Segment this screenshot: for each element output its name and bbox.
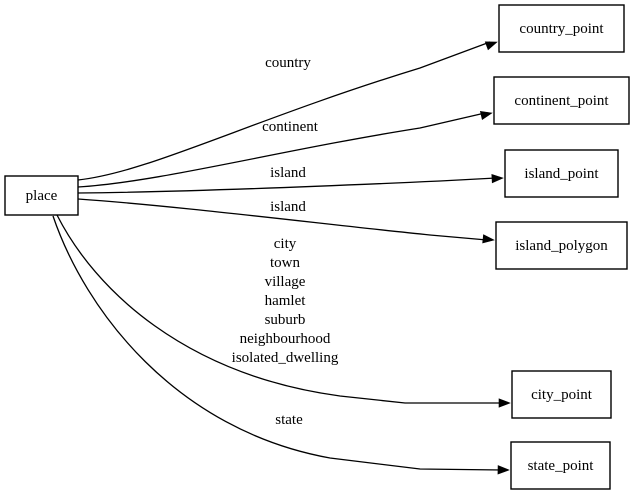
node-island_point-box[interactable] bbox=[504, 149, 619, 198]
edge-place-country_point-label: country bbox=[265, 55, 311, 71]
edge-place-state_point-label-line: state bbox=[275, 412, 303, 428]
edge-place-island_point-label-line: island bbox=[270, 165, 306, 181]
edge-place-city_point bbox=[56, 214, 511, 408]
edge-place-continent_point-label: continent bbox=[262, 119, 319, 135]
edge-place-city_point-arrowhead-icon bbox=[498, 398, 511, 408]
node-city_point-label: city_point bbox=[531, 387, 593, 403]
edges-layer bbox=[52, 41, 511, 475]
edge-place-island_point bbox=[77, 173, 504, 194]
edge-place-island_polygon-arrowhead-icon bbox=[482, 234, 495, 244]
edge-place-country_point bbox=[77, 41, 498, 181]
edge-place-country_point-line bbox=[77, 41, 491, 181]
edge-place-city_point-label-line: isolated_dwelling bbox=[232, 350, 339, 366]
node-state_point-box[interactable] bbox=[510, 441, 611, 490]
edge-place-island_point-line bbox=[77, 177, 497, 194]
node-island_point-label: island_point bbox=[524, 166, 599, 182]
edge-place-state_point-arrowhead-icon bbox=[497, 465, 510, 475]
edge-place-city_point-label-line: town bbox=[270, 255, 301, 271]
node-island_point[interactable]: island_point bbox=[504, 149, 619, 198]
edge-place-continent_point bbox=[77, 111, 493, 188]
edge-labels-layer: country continent island island city town vill… bbox=[232, 55, 339, 428]
node-island_polygon-label: island_polygon bbox=[515, 238, 608, 254]
node-place[interactable]: place bbox=[4, 175, 79, 216]
edge-place-continent_point-line bbox=[77, 112, 486, 188]
node-continent_point[interactable]: continent_point bbox=[493, 76, 630, 125]
edge-place-continent_point-label-line: continent bbox=[262, 119, 319, 135]
node-state_point-label: state_point bbox=[528, 458, 595, 474]
node-city_point[interactable]: city_point bbox=[511, 370, 612, 419]
edge-place-country_point-arrowhead-icon bbox=[484, 41, 498, 51]
node-country_point[interactable]: country_point bbox=[498, 4, 625, 53]
edge-place-state_point bbox=[52, 215, 510, 475]
node-continent_point-box[interactable] bbox=[493, 76, 630, 125]
edge-place-city_point-label-line: village bbox=[265, 274, 306, 290]
node-continent_point-label: continent_point bbox=[514, 93, 609, 109]
edge-place-city_point-label-line: hamlet bbox=[265, 293, 307, 309]
edge-place-city_point-label-line: city bbox=[274, 236, 297, 252]
edge-place-city_point-line bbox=[56, 214, 503, 404]
edge-place-state_point-line bbox=[52, 215, 503, 471]
node-city_point-box[interactable] bbox=[511, 370, 612, 419]
node-island_polygon-box[interactable] bbox=[495, 221, 628, 270]
node-country_point-box[interactable] bbox=[498, 4, 625, 53]
node-state_point[interactable]: state_point bbox=[510, 441, 611, 490]
edge-place-island_polygon-line bbox=[77, 198, 488, 241]
edge-place-country_point-label-line: country bbox=[265, 55, 311, 71]
node-island_polygon[interactable]: island_polygon bbox=[495, 221, 628, 270]
edge-place-island_polygon bbox=[77, 198, 495, 244]
edge-place-state_point-label: state bbox=[275, 412, 303, 428]
edge-place-island_point-label: island bbox=[270, 165, 306, 181]
node-place-label: place bbox=[26, 188, 58, 204]
edge-place-island_point-arrowhead-icon bbox=[491, 173, 504, 184]
nodes-layer: place country_point continent_point island_… bbox=[4, 4, 630, 490]
edge-place-continent_point-arrowhead-icon bbox=[479, 111, 493, 121]
edge-place-island_polygon-label: island bbox=[270, 199, 306, 215]
edge-place-city_point-label-line: suburb bbox=[265, 312, 306, 328]
edge-place-city_point-label: city town village hamlet suburb neighbourhood… bbox=[232, 236, 339, 366]
edge-place-island_polygon-label-line: island bbox=[270, 199, 306, 215]
node-country_point-label: country_point bbox=[519, 21, 604, 37]
node-place-box[interactable] bbox=[4, 175, 79, 216]
edge-place-city_point-label-line: neighbourhood bbox=[240, 331, 331, 347]
